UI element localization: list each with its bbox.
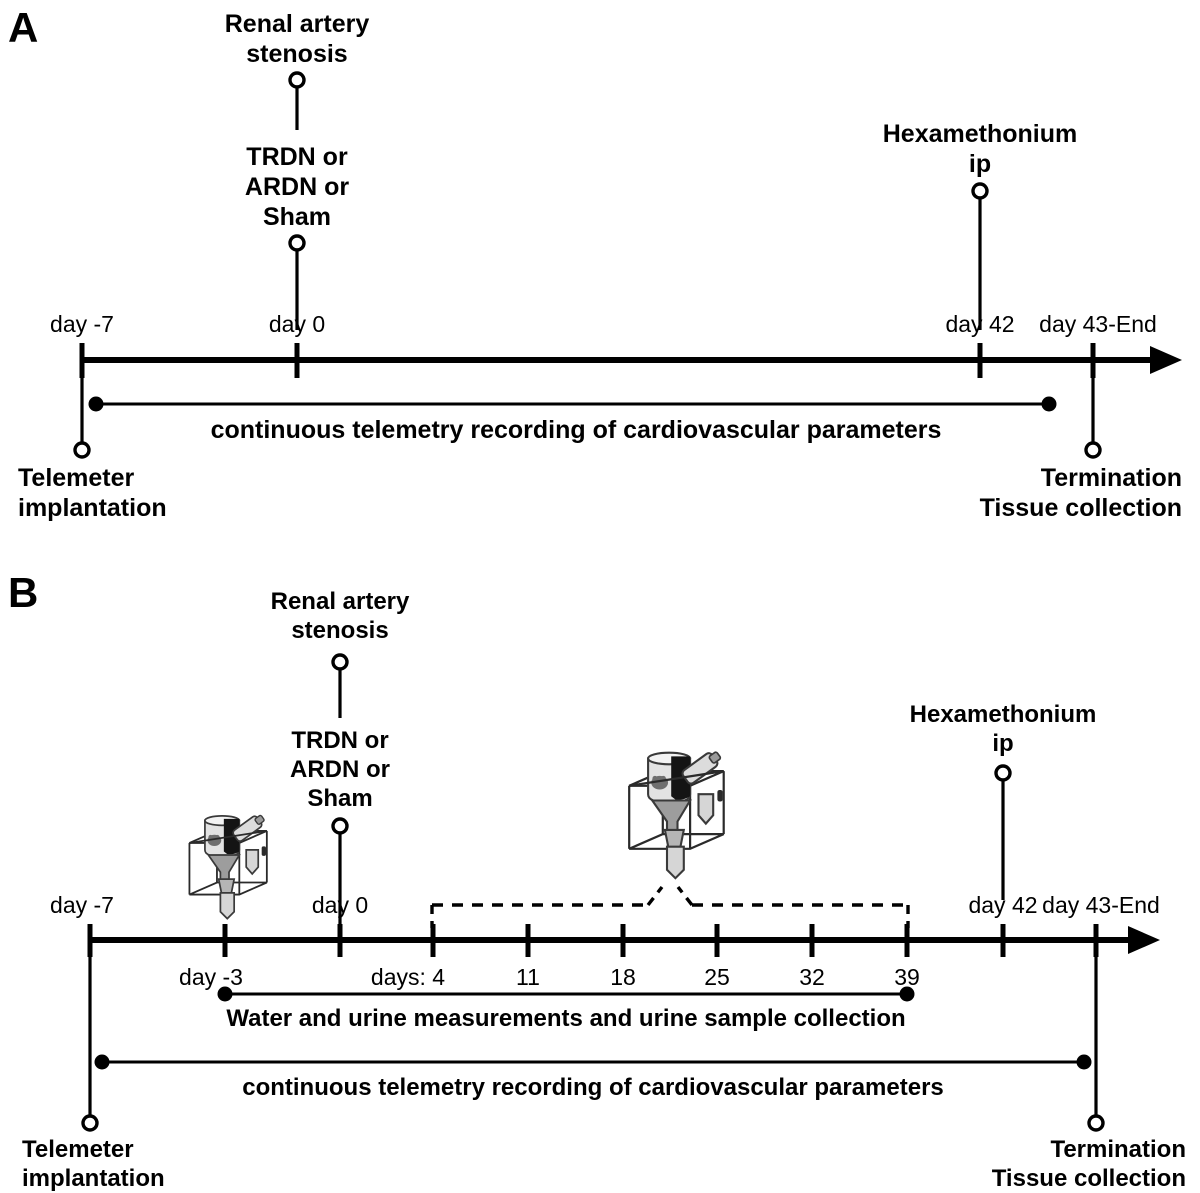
intervention-label-line1: TRDN or <box>246 143 348 171</box>
panel-b-day-label-42: day 42 <box>968 892 1037 918</box>
panel-b-day-label-0: day 0 <box>312 892 368 918</box>
panel-a-span-continuous-telemetry: continuous telemetry recording of cardio… <box>88 396 1057 444</box>
panel-b-termination-marker-icon <box>1087 1114 1105 1132</box>
panel-b-day-num-11: 11 <box>516 964 540 990</box>
panel-a-telemetry-span-label: continuous telemetry recording of cardio… <box>211 416 942 444</box>
hexamethonium-label-line2: ip <box>969 150 991 178</box>
hexamethonium-marker-icon <box>971 182 989 200</box>
panel-b-renal-artery-stenosis-marker-icon <box>331 653 349 671</box>
renal-artery-stenosis-label-line2: stenosis <box>246 40 347 68</box>
panel-b-intervention-label-line1: TRDN or <box>291 727 388 754</box>
panel-b-hexamethonium-label-line1: Hexamethonium <box>910 701 1097 728</box>
telemeter-implantation-marker-icon <box>73 441 91 459</box>
hexamethonium-label-line1: Hexamethonium <box>883 120 1077 148</box>
panel-b-termination-label-line1: Termination <box>1050 1136 1186 1163</box>
panel-b-intervention-label-line2: ARDN or <box>290 756 390 783</box>
panel-b-event-renal-artery-stenosis: Renal artery stenosis <box>271 588 410 718</box>
panel-a-letter: A <box>8 4 38 51</box>
panel-b-day-num-39: 39 <box>894 964 920 990</box>
panel-b-letter: B <box>8 569 38 616</box>
intervention-label-line3: Sham <box>263 203 331 231</box>
panel-b-event-intervention: TRDN or ARDN or Sham <box>290 727 390 928</box>
panel-b-day-num-25: 25 <box>704 964 730 990</box>
panel-b-telemeter-implantation-label-line1: Telemeter <box>22 1136 134 1163</box>
panel-a-event-telemeter-implantation: Telemeter implantation <box>18 441 167 522</box>
panel-a-event-termination: Termination Tissue collection <box>980 441 1182 522</box>
panel-b-telemetry-span-end-dot <box>1076 1054 1092 1070</box>
panel-b-water-urine-span-start-dot <box>217 986 233 1002</box>
panel-b-day-num--3: day -3 <box>179 964 243 990</box>
metabolic-cage-large-icon <box>628 747 725 880</box>
panel-b-water-urine-span-label: Water and urine measurements and urine s… <box>226 1005 905 1032</box>
panel-b-water-urine-span-end-dot <box>899 986 915 1002</box>
intervention-label-line2: ARDN or <box>245 173 349 201</box>
panel-b-event-termination: Termination Tissue collection <box>992 1114 1186 1192</box>
panel-b-telemeter-implantation-marker-icon <box>81 1114 99 1132</box>
panel-b-hexamethonium-label-line2: ip <box>992 730 1013 757</box>
panel-a-event-hexamethonium: Hexamethonium ip <box>883 120 1077 330</box>
panel-a-day-label-43-end: day 43-End <box>1039 311 1157 337</box>
panel-b-day-label-43-end: day 43-End <box>1042 892 1160 918</box>
panel-b-axis-arrow-icon <box>1128 926 1160 954</box>
panel-b-hexamethonium-marker-icon <box>994 764 1012 782</box>
panel-b-day-num-4: days: 4 <box>371 964 445 990</box>
panel-a-event-intervention: TRDN or ARDN or Sham <box>245 143 349 330</box>
panel-b-telemetry-span-start-dot <box>94 1054 110 1070</box>
panel-b-event-telemeter-implantation: Telemeter implantation <box>22 1114 165 1192</box>
panel-b-intervention-marker-icon <box>331 817 349 835</box>
telemeter-implantation-label-line1: Telemeter <box>18 464 135 492</box>
panel-b: B Renal artery stenosis TRDN or ARDN or … <box>8 569 1186 1192</box>
renal-artery-stenosis-label-line1: Renal artery <box>225 10 370 38</box>
panel-b-span-water-urine: Water and urine measurements and urine s… <box>217 986 915 1032</box>
panel-b-axis <box>87 924 1160 957</box>
panel-b-intervention-label-line3: Sham <box>307 785 372 812</box>
panel-b-day-label--7: day -7 <box>50 892 114 918</box>
termination-marker-icon <box>1084 441 1102 459</box>
telemeter-implantation-label-line2: implantation <box>18 494 167 522</box>
panel-a: A Renal artery stenosis TRDN or ARDN or … <box>8 4 1182 522</box>
panel-b-event-hexamethonium: Hexamethonium ip <box>910 701 1097 900</box>
panel-b-renal-artery-stenosis-label-line2: stenosis <box>291 617 388 644</box>
termination-label-line2: Tissue collection <box>980 494 1182 522</box>
panel-b-renal-artery-stenosis-label-line1: Renal artery <box>271 588 410 615</box>
renal-artery-stenosis-marker-icon <box>288 71 306 89</box>
panel-a-day-label-42: day 42 <box>945 311 1014 337</box>
panel-a-telemetry-span-end-dot <box>1041 396 1057 412</box>
panel-b-telemeter-implantation-label-line2: implantation <box>22 1165 165 1192</box>
panel-b-dashed-bracket-peak-left <box>646 885 664 907</box>
panel-a-telemetry-span-start-dot <box>88 396 104 412</box>
panel-a-day-label--7: day -7 <box>50 311 114 337</box>
panel-b-span-continuous-telemetry: continuous telemetry recording of cardio… <box>94 1054 1092 1101</box>
panel-b-termination-label-line2: Tissue collection <box>992 1165 1186 1192</box>
panel-b-dashed-bracket <box>430 885 910 928</box>
panel-b-dashed-bracket-peak-right <box>676 885 694 907</box>
panel-a-event-renal-artery-stenosis: Renal artery stenosis <box>225 10 370 130</box>
panel-b-day-num-18: 18 <box>610 964 636 990</box>
panel-a-axis <box>79 343 1182 378</box>
panel-a-day-label-0: day 0 <box>269 311 325 337</box>
panel-a-axis-arrow-icon <box>1150 346 1182 374</box>
metabolic-cage-small-icon <box>188 811 268 920</box>
panel-b-day-num-32: 32 <box>799 964 825 990</box>
termination-label-line1: Termination <box>1041 464 1182 492</box>
intervention-marker-icon <box>288 234 306 252</box>
panel-b-telemetry-span-label: continuous telemetry recording of cardio… <box>242 1074 944 1101</box>
